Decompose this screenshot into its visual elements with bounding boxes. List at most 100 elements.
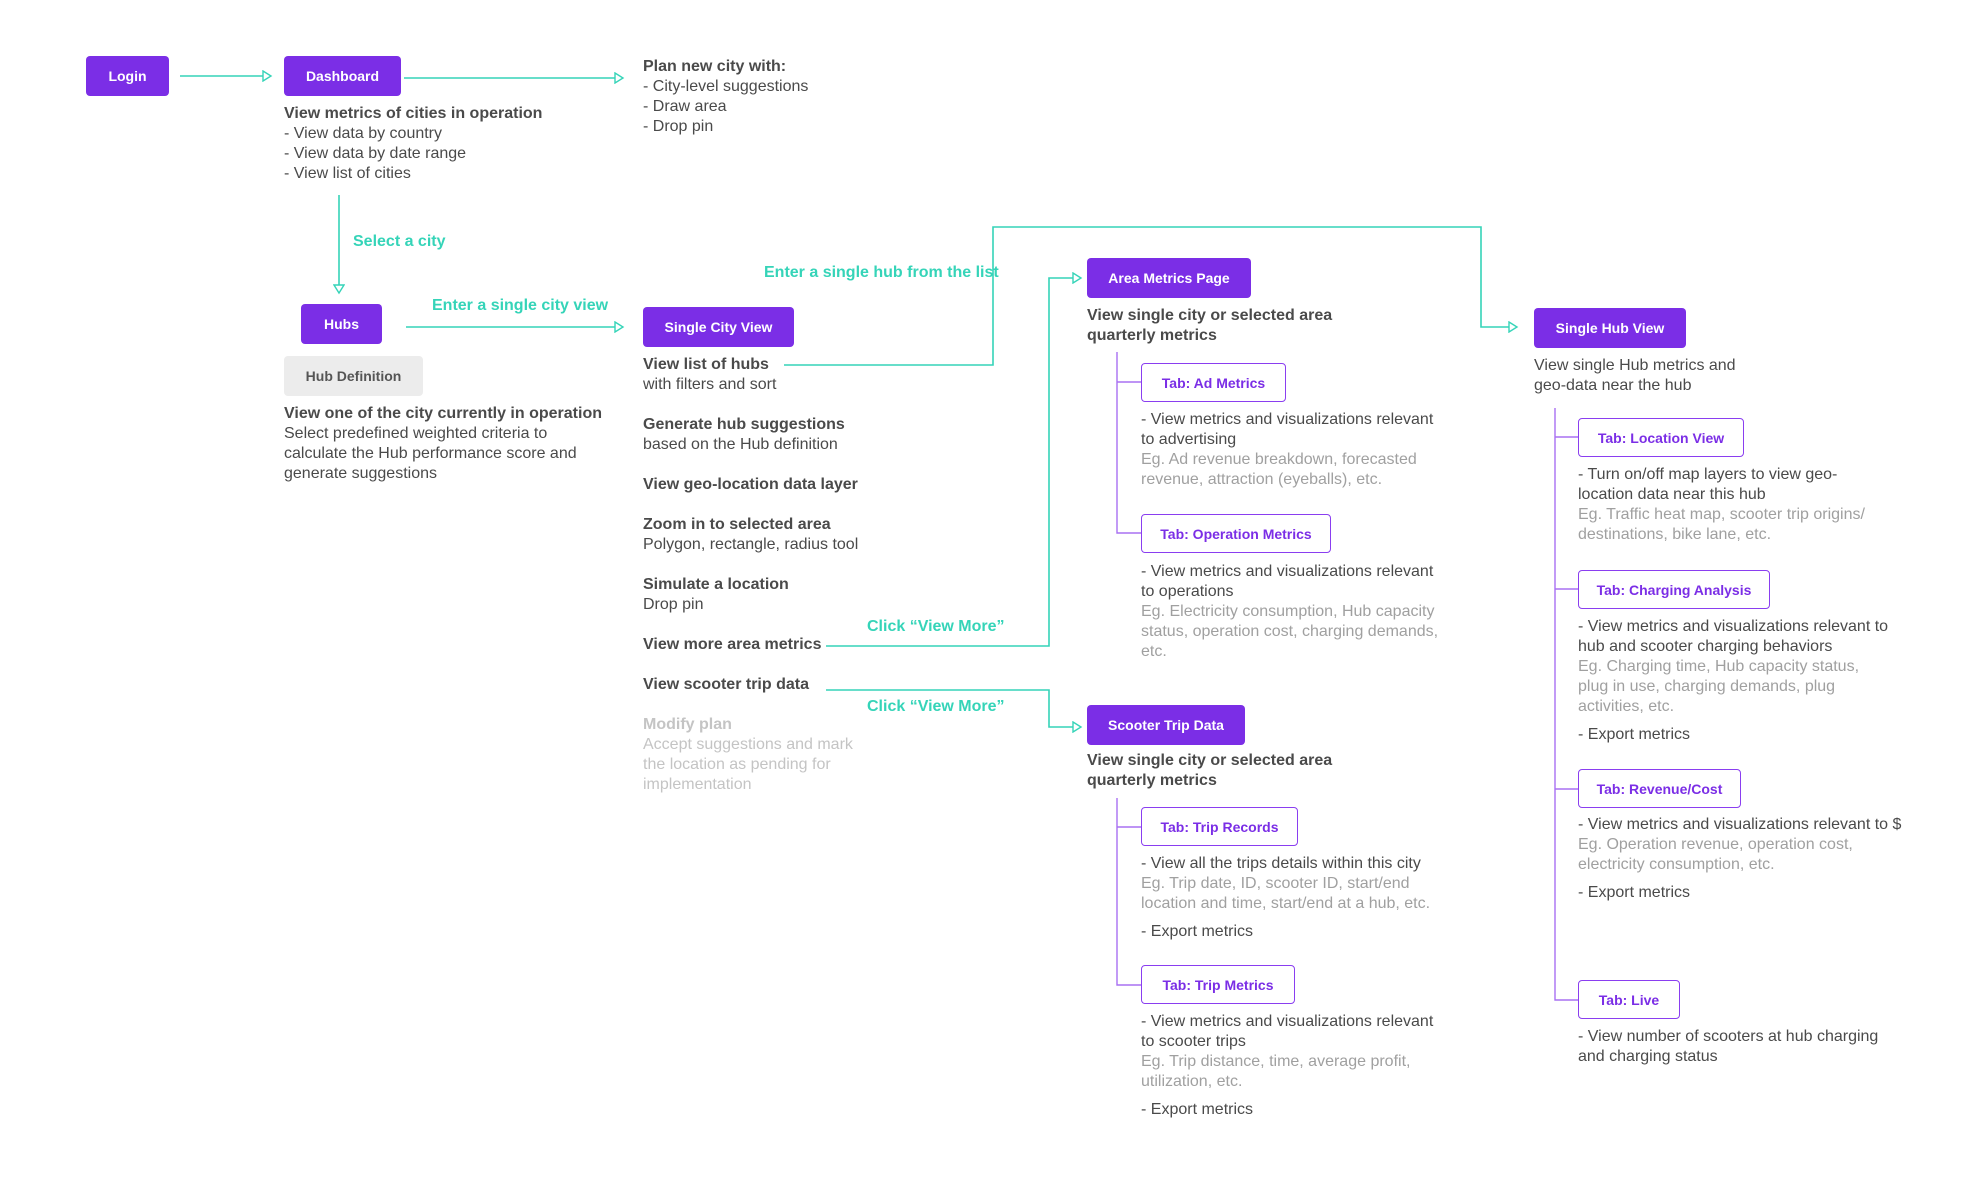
hubs-button[interactable]: Hubs xyxy=(301,304,382,344)
zoom-sub: Polygon, rectangle, radius tool xyxy=(643,536,859,553)
hubs-desc-line: generate suggestions xyxy=(284,465,437,482)
location-line: - Turn on/off map layers to view geo- xyxy=(1578,466,1838,483)
tab-live[interactable]: Tab: Live xyxy=(1578,980,1680,1019)
metrics-export: - Export metrics xyxy=(1141,1101,1254,1118)
tab-trip-records[interactable]: Tab: Trip Records xyxy=(1141,807,1298,846)
hubs-description: View one of the city currently in operat… xyxy=(284,404,602,484)
zoom-title: Zoom in to selected area xyxy=(643,516,831,533)
city-view-geo: View geo-location data layer xyxy=(643,475,858,495)
scooter-desc-line: quarterly metrics xyxy=(1087,772,1217,789)
city-view-simulate: Simulate a location Drop pin xyxy=(643,575,789,615)
ad-line: - View metrics and visualizations releva… xyxy=(1141,411,1434,428)
dashboard-desc-title: View metrics of cities in operation xyxy=(284,105,543,122)
suggestions-sub: based on the Hub definition xyxy=(643,436,838,453)
op-eg: status, operation cost, charging demands… xyxy=(1141,623,1439,640)
revenue-eg: Eg. Operation revenue, operation cost, xyxy=(1578,836,1853,853)
tab-operation-metrics[interactable]: Tab: Operation Metrics xyxy=(1141,514,1331,553)
area-desc-line: quarterly metrics xyxy=(1087,327,1217,344)
area-metrics-page-button[interactable]: Area Metrics Page xyxy=(1087,258,1251,298)
trip-metrics-desc: - View metrics and visualizations releva… xyxy=(1141,1012,1433,1120)
hubs-list-sub: with filters and sort xyxy=(643,376,777,393)
plan-title: Plan new city with: xyxy=(643,58,787,75)
hubs-desc-title: View one of the city currently in operat… xyxy=(284,405,602,422)
ad-eg: revenue, attraction (eyeballs), etc. xyxy=(1141,471,1383,488)
charging-export: - Export metrics xyxy=(1578,726,1691,743)
hub-view-description: View single Hub metrics and geo-data nea… xyxy=(1534,356,1736,396)
scooter-trip-item: View scooter trip data xyxy=(643,676,809,693)
records-eg: Eg. Trip date, ID, scooter ID, start/end xyxy=(1141,875,1410,892)
charging-analysis-desc: - View metrics and visualizations releva… xyxy=(1578,617,1888,745)
revenue-cost-desc: - View metrics and visualizations releva… xyxy=(1578,815,1901,903)
simulate-sub: Drop pin xyxy=(643,596,704,613)
dashboard-button[interactable]: Dashboard xyxy=(284,56,401,96)
city-view-suggestions: Generate hub suggestions based on the Hu… xyxy=(643,415,845,455)
plan-new-city: Plan new city with: - City-level suggest… xyxy=(643,57,808,137)
tab-trip-metrics[interactable]: Tab: Trip Metrics xyxy=(1141,965,1295,1004)
metrics-line: - View metrics and visualizations releva… xyxy=(1141,1013,1434,1030)
edge-city-area xyxy=(826,278,1080,647)
charging-eg: Eg. Charging time, Hub capacity status, xyxy=(1578,658,1860,675)
edge-city-hub xyxy=(784,226,1516,366)
city-view-area-metrics: View more area metrics xyxy=(643,635,821,655)
single-city-view-button[interactable]: Single City View xyxy=(643,307,794,347)
area-metrics-item: View more area metrics xyxy=(643,636,822,653)
live-line: and charging status xyxy=(1578,1048,1718,1065)
hub-definition-button[interactable]: Hub Definition xyxy=(284,356,423,396)
scooter-trip-data-button[interactable]: Scooter Trip Data xyxy=(1087,705,1245,745)
hubs-desc-line: calculate the Hub performance score and xyxy=(284,445,577,462)
simulate-title: Simulate a location xyxy=(643,576,789,593)
records-line: - View all the trips details within this… xyxy=(1141,855,1421,872)
tab-location-view[interactable]: Tab: Location View xyxy=(1578,418,1744,457)
location-line: location data near this hub xyxy=(1578,486,1766,503)
single-hub-view-button[interactable]: Single Hub View xyxy=(1534,308,1686,348)
plan-line: - Draw area xyxy=(643,98,727,115)
tree-area xyxy=(1116,352,1141,534)
view-more-area-label: Click “View More” xyxy=(867,618,1005,635)
metrics-eg: Eg. Trip distance, time, average profit, xyxy=(1141,1053,1411,1070)
select-city-label: Select a city xyxy=(353,233,446,250)
view-more-scooter-label: Click “View More” xyxy=(867,698,1005,715)
tree-scooter xyxy=(1116,798,1141,986)
modify-title: Modify plan xyxy=(643,716,732,733)
dashboard-desc-line: - View data by country xyxy=(284,125,443,142)
geo-title: View geo-location data layer xyxy=(643,476,858,493)
city-view-zoom: Zoom in to selected area Polygon, rectan… xyxy=(643,515,858,555)
charging-line: hub and scooter charging behaviors xyxy=(1578,638,1833,655)
plan-line: - Drop pin xyxy=(643,118,714,135)
charging-eg: plug in use, charging demands, plug xyxy=(1578,678,1836,695)
location-eg: destinations, bike lane, etc. xyxy=(1578,526,1772,543)
tree-hub xyxy=(1554,408,1578,1001)
city-view-hubs-list: View list of hubs with filters and sort xyxy=(643,355,776,395)
tab-charging-analysis[interactable]: Tab: Charging Analysis xyxy=(1578,570,1770,609)
edge-city-scooter xyxy=(826,689,1080,727)
ad-eg: Eg. Ad revenue breakdown, forecasted xyxy=(1141,451,1417,468)
location-view-desc: - Turn on/off map layers to view geo- lo… xyxy=(1578,465,1865,545)
op-line: - View metrics and visualizations releva… xyxy=(1141,563,1434,580)
op-eg: Eg. Electricity consumption, Hub capacit… xyxy=(1141,603,1435,620)
dashboard-desc-line: - View data by date range xyxy=(284,145,467,162)
revenue-line: - View metrics and visualizations releva… xyxy=(1578,816,1902,833)
tab-ad-metrics[interactable]: Tab: Ad Metrics xyxy=(1141,363,1286,402)
op-eg: etc. xyxy=(1141,643,1167,660)
ad-line: to advertising xyxy=(1141,431,1237,448)
live-line: - View number of scooters at hub chargin… xyxy=(1578,1028,1879,1045)
scooter-trip-description: View single city or selected area quarte… xyxy=(1087,751,1332,791)
charging-line: - View metrics and visualizations releva… xyxy=(1578,618,1889,635)
plan-line: - City-level suggestions xyxy=(643,78,809,95)
suggestions-title: Generate hub suggestions xyxy=(643,416,845,433)
location-eg: Eg. Traffic heat map, scooter trip origi… xyxy=(1578,506,1865,523)
area-desc-line: View single city or selected area xyxy=(1087,307,1333,324)
dashboard-desc-line: - View list of cities xyxy=(284,165,411,182)
live-desc: - View number of scooters at hub chargin… xyxy=(1578,1027,1878,1067)
metrics-line: to scooter trips xyxy=(1141,1033,1246,1050)
modify-line: the location as pending for xyxy=(643,756,831,773)
hubs-list-title: View list of hubs xyxy=(643,356,769,373)
tab-revenue-cost[interactable]: Tab: Revenue/Cost xyxy=(1578,769,1741,808)
modify-line: implementation xyxy=(643,776,752,793)
op-line: to operations xyxy=(1141,583,1234,600)
dashboard-description: View metrics of cities in operation - Vi… xyxy=(284,104,542,184)
login-button[interactable]: Login xyxy=(86,56,169,96)
trip-records-desc: - View all the trips details within this… xyxy=(1141,854,1430,942)
ad-metrics-desc: - View metrics and visualizations releva… xyxy=(1141,410,1433,490)
area-metrics-description: View single city or selected area quarte… xyxy=(1087,306,1332,346)
